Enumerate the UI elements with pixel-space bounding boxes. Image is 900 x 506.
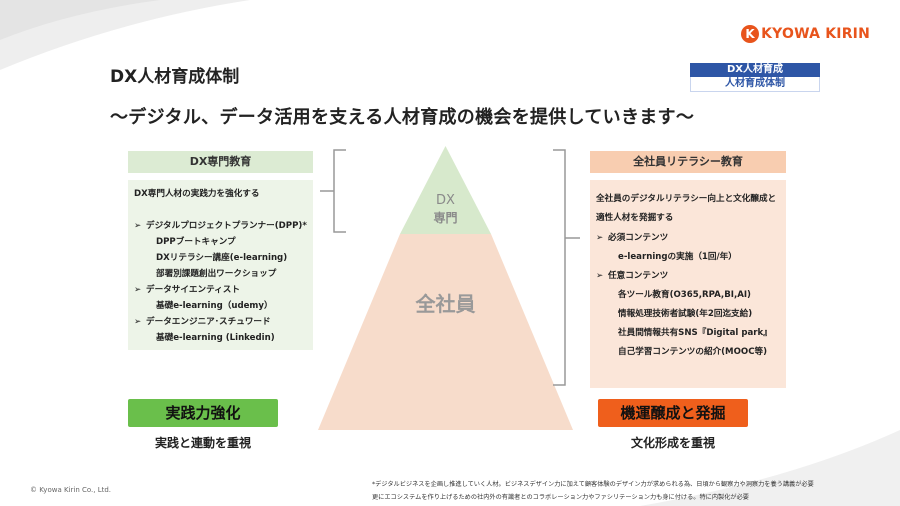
dx-specialist-education-header: DX専門教育 bbox=[128, 151, 313, 173]
practical-skill-sub: 実践と連動を重視 bbox=[154, 436, 251, 450]
pyramid-top-dx bbox=[400, 146, 491, 234]
left-item: DPPブートキャンプ bbox=[156, 237, 236, 247]
right-item: 各ツール教育(O365,RPA,BI,AI) bbox=[618, 290, 751, 300]
section-tag-line1: DX人材育成 bbox=[690, 63, 820, 77]
footnote: *デジタルビジネスを企画し推進していく人材。ビジネスデザイン力に加えて顧客体験の… bbox=[372, 478, 872, 504]
right-intro-line1: 全社員のデジタルリテラシー向上と文化醸成と bbox=[596, 194, 777, 204]
right-item: 自己学習コンテンツの紹介(MOOC等) bbox=[618, 347, 768, 357]
logo-text: KYOWA KIRIN bbox=[761, 26, 870, 42]
pyramid-top-label-2: 専門 bbox=[433, 210, 457, 225]
left-item: ➢データサイエンティスト bbox=[134, 285, 240, 295]
page-title: DX人材育成体制 bbox=[110, 67, 240, 87]
pyramid-bottom-label: 全社員 bbox=[415, 292, 476, 316]
right-item: ➢任意コンテンツ bbox=[596, 271, 669, 281]
dx-specialist-education-panel bbox=[128, 180, 313, 350]
right-item: e-learningの実施（1回/年） bbox=[618, 252, 737, 262]
all-employee-literacy-header: 全社員リテラシー教育 bbox=[590, 151, 786, 173]
kyowa-kirin-logo: K KYOWA KIRIN bbox=[741, 24, 870, 44]
section-tag-line2: 人材育成体制 bbox=[690, 77, 820, 92]
all-employee-literacy-panel bbox=[590, 180, 786, 388]
footnote-line1: *デジタルビジネスを企画し推進していく人材。ビジネスデザイン力に加えて顧客体験の… bbox=[372, 481, 814, 488]
left-item: 部署別課題創出ワークショップ bbox=[156, 269, 277, 279]
footnote-line2: 更にエコシステムを作り上げるための社内外の有識者とのコラボレーション力やファシリ… bbox=[372, 494, 749, 501]
section-tag: DX人材育成 人材育成体制 bbox=[690, 63, 820, 92]
right-item: 社員間情報共有SNS『Digital park』 bbox=[618, 328, 772, 338]
right-item-list: ➢必須コンテンツ e-learningの実施（1回/年） ➢任意コンテンツ 各ツ… bbox=[596, 229, 772, 362]
copyright: © Kyowa Kirin Co., Ltd. bbox=[30, 486, 112, 494]
education-pyramid: DX 専門 全社員 bbox=[318, 146, 573, 430]
left-item: 基礎e-learning (Linkedin) bbox=[156, 333, 275, 343]
right-intro: 全社員のデジタルリテラシー向上と文化醸成と 適性人材を発掘する bbox=[596, 190, 776, 228]
left-item: ➢データエンジニア･スチュワード bbox=[134, 317, 271, 327]
pyramid-bottom-all-employees bbox=[318, 234, 573, 430]
left-item: ➢デジタルプロジェクトプランナー(DPP)* bbox=[134, 221, 307, 231]
logo-mark: K bbox=[741, 25, 760, 43]
left-item: DXリテラシー講座(e-learning) bbox=[156, 253, 288, 263]
right-item: 情報処理技術者試験(年2回迄支給) bbox=[618, 309, 753, 319]
left-item-list: ➢デジタルプロジェクトプランナー(DPP)* DPPブートキャンプ DXリテラシ… bbox=[134, 218, 307, 346]
momentum-discovery-sub: 文化形成を重視 bbox=[630, 436, 715, 450]
right-intro-line2: 適性人材を発掘する bbox=[596, 213, 674, 223]
left-intro: DX専門人材の実践力を強化する bbox=[134, 189, 260, 199]
left-item: 基礎e-learning（udemy） bbox=[156, 301, 273, 311]
momentum-discovery-label: 機運醸成と発掘 bbox=[598, 399, 748, 427]
practical-skill-label: 実践力強化 bbox=[128, 399, 278, 427]
pyramid-top-label-1: DX bbox=[436, 193, 455, 208]
right-item: ➢必須コンテンツ bbox=[596, 233, 669, 243]
page-subtitle: ～デジタル、データ活用を支える人材育成の機会を提供していきます～ bbox=[110, 107, 695, 128]
